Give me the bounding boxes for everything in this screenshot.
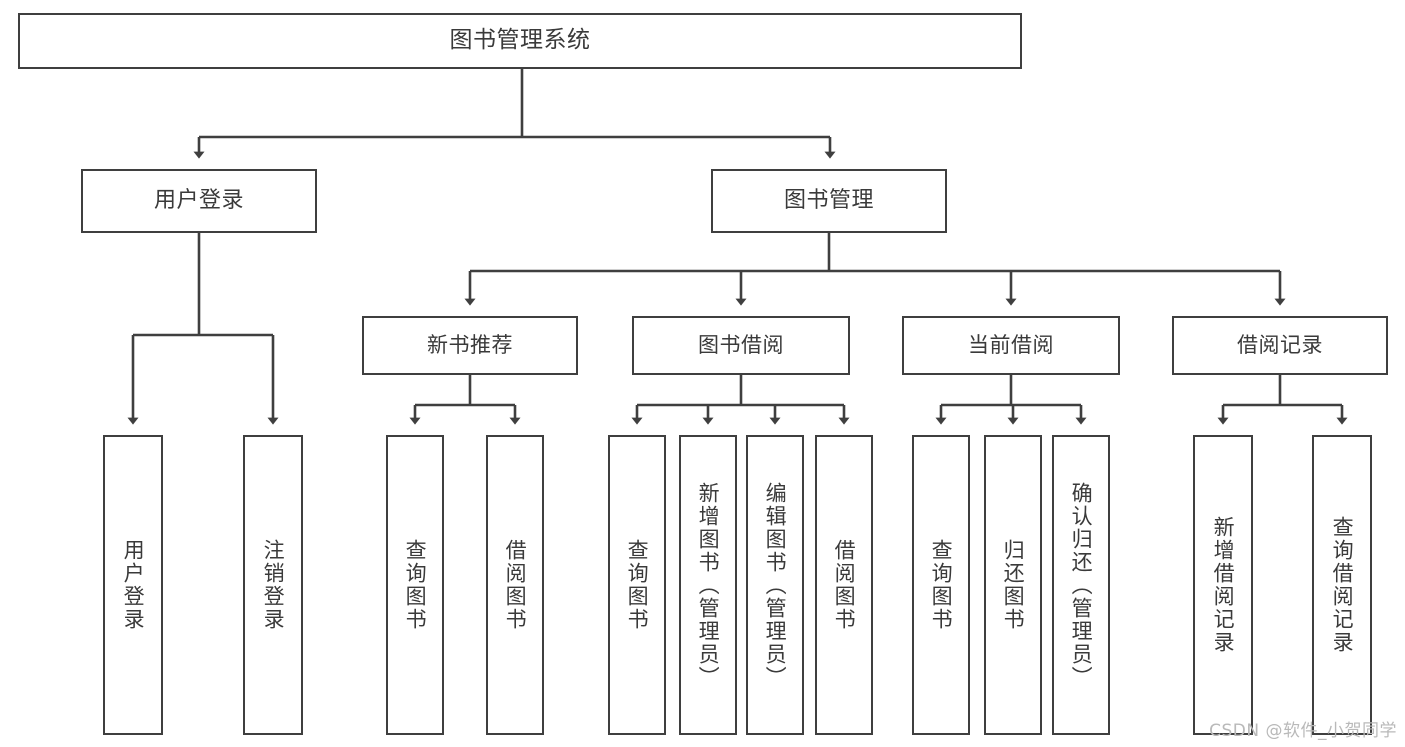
node-leaf-query-book-3-label: 查询图书	[929, 539, 954, 631]
node-leaf-borrow-book-2-label: 借阅图书	[832, 539, 857, 631]
node-leaf-borrow-book-2[interactable]: 借阅图书	[815, 435, 873, 735]
edges-root-to-level2	[193, 69, 836, 159]
node-leaf-query-book-1-label: 查询图书	[403, 539, 428, 631]
node-leaf-add-book[interactable]: 新增图书（管理员）	[679, 435, 737, 735]
node-leaf-confirm-return-label: 确认归还（管理员）	[1069, 481, 1094, 689]
node-leaf-return-book-label: 归还图书	[1001, 539, 1026, 631]
node-root-system-label: 图书管理系统	[449, 27, 591, 54]
node-leaf-query-record[interactable]: 查询借阅记录	[1312, 435, 1372, 735]
edges-currentborrow-to-leaves	[935, 375, 1087, 425]
edges-bookborrow-to-leaves	[631, 375, 850, 425]
node-leaf-user-login[interactable]: 用户登录	[103, 435, 163, 735]
edges-borrowrecord-to-leaves	[1217, 375, 1348, 425]
node-borrow-record-label: 借阅记录	[1237, 333, 1323, 358]
node-leaf-query-book-3[interactable]: 查询图书	[912, 435, 970, 735]
node-leaf-add-book-label: 新增图书（管理员）	[696, 481, 721, 689]
node-leaf-query-book-1[interactable]: 查询图书	[386, 435, 444, 735]
node-leaf-user-login-label: 用户登录	[121, 539, 146, 631]
node-book-manage[interactable]: 图书管理	[711, 169, 947, 233]
node-leaf-edit-book[interactable]: 编辑图书（管理员）	[746, 435, 804, 735]
node-new-book-recommend[interactable]: 新书推荐	[362, 316, 578, 375]
node-current-borrow[interactable]: 当前借阅	[902, 316, 1120, 375]
edges-newbook-to-leaves	[409, 375, 521, 425]
node-leaf-borrow-book-1-label: 借阅图书	[503, 539, 528, 631]
node-new-book-recommend-label: 新书推荐	[427, 333, 513, 358]
node-book-borrow[interactable]: 图书借阅	[632, 316, 850, 375]
node-leaf-logout-label: 注销登录	[261, 539, 286, 631]
node-leaf-add-record-label: 新增借阅记录	[1211, 516, 1236, 654]
node-leaf-return-book[interactable]: 归还图书	[984, 435, 1042, 735]
node-current-borrow-label: 当前借阅	[968, 333, 1054, 358]
edges-bookmanage-to-level3	[464, 233, 1286, 306]
node-user-login[interactable]: 用户登录	[81, 169, 317, 233]
node-user-login-label: 用户登录	[153, 188, 244, 214]
node-leaf-query-book-2-label: 查询图书	[625, 539, 650, 631]
node-borrow-record[interactable]: 借阅记录	[1172, 316, 1388, 375]
node-leaf-add-record[interactable]: 新增借阅记录	[1193, 435, 1253, 735]
node-root-system[interactable]: 图书管理系统	[18, 13, 1022, 69]
node-book-borrow-label: 图书借阅	[698, 333, 784, 358]
edges-userlogin-to-leaves	[127, 233, 279, 425]
node-leaf-edit-book-label: 编辑图书（管理员）	[763, 481, 788, 689]
node-leaf-borrow-book-1[interactable]: 借阅图书	[486, 435, 544, 735]
node-leaf-confirm-return[interactable]: 确认归还（管理员）	[1052, 435, 1110, 735]
node-leaf-logout[interactable]: 注销登录	[243, 435, 303, 735]
node-leaf-query-book-2[interactable]: 查询图书	[608, 435, 666, 735]
node-leaf-query-record-label: 查询借阅记录	[1330, 516, 1355, 654]
node-book-manage-label: 图书管理	[783, 188, 874, 214]
